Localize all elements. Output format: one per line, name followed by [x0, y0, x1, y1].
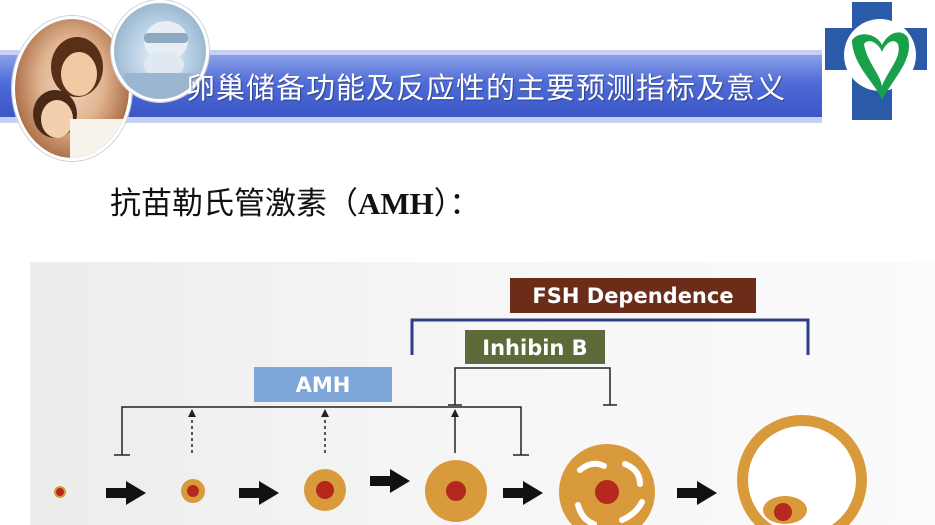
photo-doctor-illustration: [124, 21, 204, 99]
inhibin-b-box: [465, 330, 605, 364]
header-band-bottom-stripe: [0, 117, 935, 123]
antral-follicle-cavity-4: [619, 499, 645, 523]
subtitle-end: ）：: [433, 186, 481, 222]
progression-arrow-3-head: [390, 469, 410, 493]
fsh-dependence-text: FSH Dependence: [532, 284, 733, 308]
progression-arrow-5-head: [697, 481, 717, 505]
header-band-top-stripe: [0, 50, 935, 56]
amh-dashed-arrow-2-head: [321, 409, 329, 417]
section-subtitle: 抗苗勒氏管激素（AMH）：: [110, 182, 480, 226]
progression-arrow-1-shaft: [106, 488, 128, 498]
amh-label: AMH: [254, 367, 392, 402]
progression-arrow-2: [239, 481, 279, 505]
amh-box: [254, 367, 392, 402]
antral-follicle-cavity-2: [622, 461, 643, 487]
amh-bracket: [121, 406, 522, 455]
primary-follicle-core: [187, 485, 199, 497]
photo-doctor: [111, 0, 209, 102]
progression-arrow-4-shaft: [503, 488, 525, 498]
inhibin-b-text: Inhibin B: [482, 336, 587, 360]
progression-arrow-5: [677, 481, 717, 505]
fsh-dependence-bracket: [410, 318, 810, 355]
small-antral-follicle-core: [446, 481, 466, 501]
progression-arrow-1: [106, 481, 146, 505]
inhibin-b-label: Inhibin B: [465, 330, 605, 364]
amh-solid-arrow-head: [451, 409, 459, 417]
progression-arrow-2-head: [259, 481, 279, 505]
antral-follicle: [559, 444, 655, 525]
progression-arrow-3: [370, 469, 410, 493]
preovulatory-follicle-oocyte: [774, 503, 792, 521]
antral-follicle-cavity-3: [575, 502, 597, 525]
progression-arrow-4-head: [523, 481, 543, 505]
progression-arrow-1-head: [126, 481, 146, 505]
progression-arrow-5-shaft: [677, 488, 699, 498]
fsh-dependence-box: [510, 278, 756, 313]
inhibin-b-bracket: [454, 367, 611, 405]
progression-arrow-4: [503, 481, 543, 505]
antral-follicle-cavity-1: [577, 460, 607, 473]
fsh-dependence-label: FSH Dependence: [510, 278, 756, 313]
preovulatory-follicle: [737, 415, 867, 525]
hospital-logo: [822, 0, 935, 125]
progression-arrow-3-shaft: [370, 476, 392, 486]
subtitle-abbreviation: AMH: [358, 186, 434, 221]
progression-arrow-2-shaft: [239, 488, 261, 498]
amh-text: AMH: [296, 373, 351, 397]
slide-title: 卵巢储备功能及反应性的主要预测指标及意义: [186, 71, 787, 105]
primordial-follicle: [54, 486, 66, 498]
preantral-follicle-core: [316, 481, 334, 499]
hospital-cross-logo: [822, 0, 935, 125]
amh-dashed-arrow-1-head: [188, 409, 196, 417]
antral-follicle-core: [595, 480, 619, 504]
subtitle-chinese: 抗苗勒氏管激素（: [110, 186, 358, 222]
